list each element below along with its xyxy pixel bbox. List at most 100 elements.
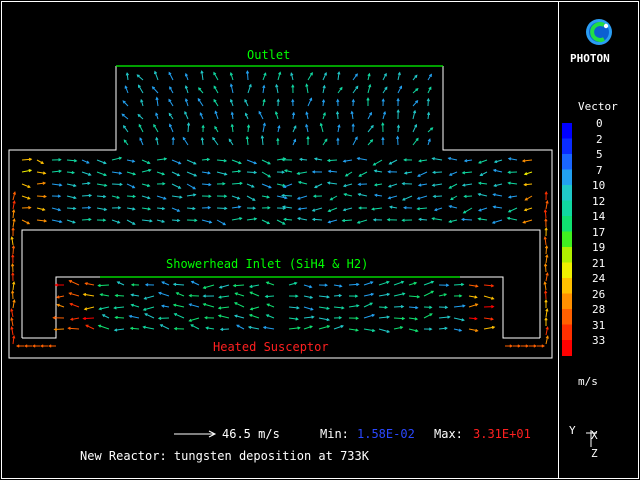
vector-arrowhead xyxy=(281,205,286,209)
vector-arrowhead xyxy=(252,197,256,201)
vector-arrow xyxy=(303,306,313,311)
vector-arrow xyxy=(284,169,293,173)
vector-arrow xyxy=(493,206,503,209)
vector-arrowhead xyxy=(245,135,249,140)
vector-arrow xyxy=(483,326,495,330)
vector-arrow xyxy=(230,72,234,81)
vector-arrow xyxy=(363,328,375,332)
vector-arrowhead xyxy=(244,112,248,116)
vector-arrowhead xyxy=(159,324,164,328)
vector-arrowhead xyxy=(214,125,218,130)
vector-arrow xyxy=(545,273,548,282)
vector-arrow xyxy=(544,282,547,291)
vector-arrow xyxy=(261,183,272,189)
vector-arrowhead xyxy=(114,293,118,298)
legend-unit: m/s xyxy=(578,375,598,388)
vector-arrow xyxy=(318,306,329,310)
vector-arrow xyxy=(246,195,256,201)
vector-arrow xyxy=(233,284,245,287)
vector-arrow xyxy=(284,218,293,221)
vector-arrowhead xyxy=(396,97,400,102)
vector-arrowhead xyxy=(326,318,331,322)
vector-arrowhead xyxy=(388,205,393,209)
vector-arrowhead xyxy=(477,181,482,185)
vector-arrow xyxy=(66,159,77,162)
vector-arrow xyxy=(83,293,95,297)
vector-arrowhead xyxy=(82,316,86,321)
vector-arrowhead xyxy=(138,123,142,128)
vector-arrow xyxy=(432,157,443,161)
legend-swatch xyxy=(562,340,572,356)
vector-arrow xyxy=(297,195,308,200)
vector-arrowhead xyxy=(387,196,392,200)
vector-arrow xyxy=(96,159,106,164)
vector-arrowhead xyxy=(199,112,203,116)
vector-arrowhead xyxy=(104,183,108,187)
vector-arrow xyxy=(186,183,196,190)
vector-arrow xyxy=(307,98,312,107)
vector-arrowhead xyxy=(383,72,387,77)
vector-arrowhead xyxy=(218,295,222,299)
vector-arrowhead xyxy=(147,207,152,211)
vector-arrowhead xyxy=(57,194,62,198)
vector-arrow xyxy=(51,219,62,223)
vector-arrowhead xyxy=(125,72,130,76)
legend-swatch xyxy=(562,247,572,263)
vector-arrow xyxy=(468,328,478,332)
vector-arrow xyxy=(36,207,45,211)
caption: New Reactor: tungsten deposition at 733K xyxy=(80,449,369,463)
vector-arrowhead xyxy=(84,282,88,286)
vector-arrow xyxy=(69,292,80,297)
vector-arrow xyxy=(382,87,388,94)
vector-arrow xyxy=(130,327,140,330)
vector-arrowhead xyxy=(43,219,48,223)
vector-arrowhead xyxy=(461,318,465,322)
vector-arrowhead xyxy=(248,83,252,88)
vector-arrow xyxy=(464,159,473,162)
vector-arrowhead xyxy=(73,183,77,188)
vector-arrowhead xyxy=(521,159,526,163)
vector-arrow xyxy=(507,217,518,221)
vector-arrowhead xyxy=(310,307,314,311)
vector-arrow xyxy=(21,158,32,161)
vector-arrowhead xyxy=(233,302,238,306)
legend-value: 19 xyxy=(592,241,606,254)
vector-arrow xyxy=(468,284,478,287)
vector-arrowhead xyxy=(281,170,286,174)
vector-arrow xyxy=(336,111,339,120)
vector-arrowhead xyxy=(230,123,234,128)
vector-arrow xyxy=(189,303,200,308)
vector-arrowhead xyxy=(479,173,483,176)
vector-arrowhead xyxy=(543,236,547,240)
vector-arrow xyxy=(393,326,403,330)
vector-arrowhead xyxy=(73,159,78,163)
vector-arrowhead xyxy=(426,97,430,102)
vector-arrowhead xyxy=(28,157,33,162)
vector-arrow xyxy=(246,136,249,146)
vector-arrow xyxy=(357,157,368,161)
vector-arrowhead xyxy=(201,124,205,129)
vector-arrow xyxy=(345,171,353,177)
vector-arrow xyxy=(423,281,434,286)
vector-arrowhead xyxy=(204,316,208,320)
vector-arrowhead xyxy=(118,156,123,160)
vector-arrowhead xyxy=(358,173,362,177)
vector-arrow xyxy=(141,195,150,199)
vector-arrow xyxy=(450,195,458,200)
vector-arrowhead xyxy=(247,325,252,329)
vector-arrow xyxy=(234,302,245,308)
vector-arrow xyxy=(427,87,432,94)
vector-arrowhead xyxy=(415,329,419,333)
vector-arrow xyxy=(126,171,136,175)
vector-arrowhead xyxy=(193,173,198,177)
vector-arrowhead xyxy=(401,218,405,222)
vector-arrow xyxy=(126,207,135,210)
vector-arrow xyxy=(417,195,428,200)
vector-arrowhead xyxy=(31,344,36,348)
vector-arrowhead xyxy=(11,271,15,276)
vector-arrowhead xyxy=(197,97,201,102)
vector-arrowhead xyxy=(429,305,433,309)
vector-arrow xyxy=(314,158,323,161)
vector-arrow xyxy=(68,327,80,330)
vector-arrow xyxy=(480,171,488,176)
